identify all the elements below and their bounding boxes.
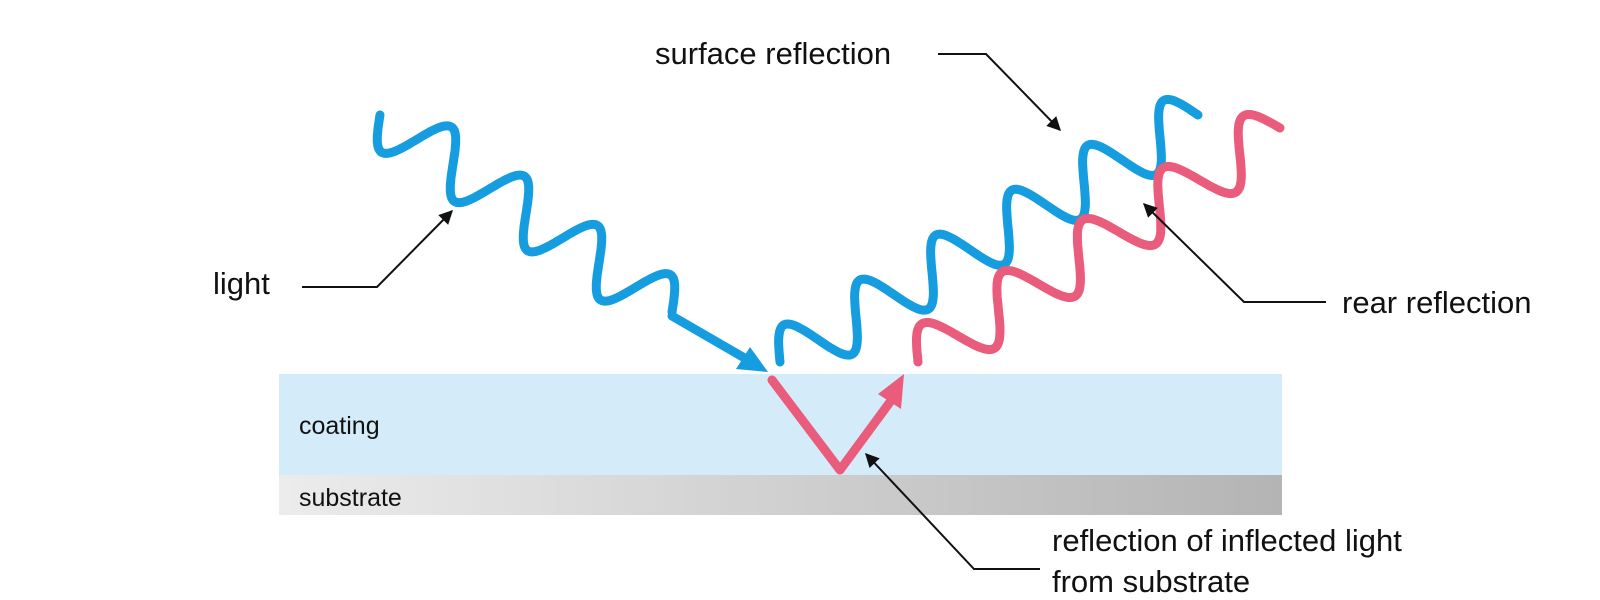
substrate-layer xyxy=(279,475,1282,515)
inflected-label-line2: from substrate xyxy=(1052,564,1250,599)
light-leader-line xyxy=(302,210,453,288)
surface-reflection-label: surface reflection xyxy=(655,36,891,71)
arrowhead-icon xyxy=(736,347,768,372)
incident-light-arrow-tail xyxy=(667,311,753,365)
inflected-leader-line xyxy=(865,452,1040,570)
substrate-label: substrate xyxy=(299,484,402,512)
inflected-light-path xyxy=(767,375,895,475)
light-label: light xyxy=(213,266,270,301)
coating-label: coating xyxy=(299,412,380,440)
surface-reflection-wave xyxy=(774,94,1203,367)
incident-light-wave xyxy=(372,110,680,317)
rear-reflection-label: rear reflection xyxy=(1342,285,1532,320)
arrowhead-icon xyxy=(878,374,904,409)
surface-reflection-leader-line xyxy=(938,53,1061,132)
rear-reflection-wave xyxy=(912,110,1285,367)
inflected-label-line1: reflection of inflected light xyxy=(1052,523,1402,558)
rear-reflection-leader-line xyxy=(1143,203,1326,303)
